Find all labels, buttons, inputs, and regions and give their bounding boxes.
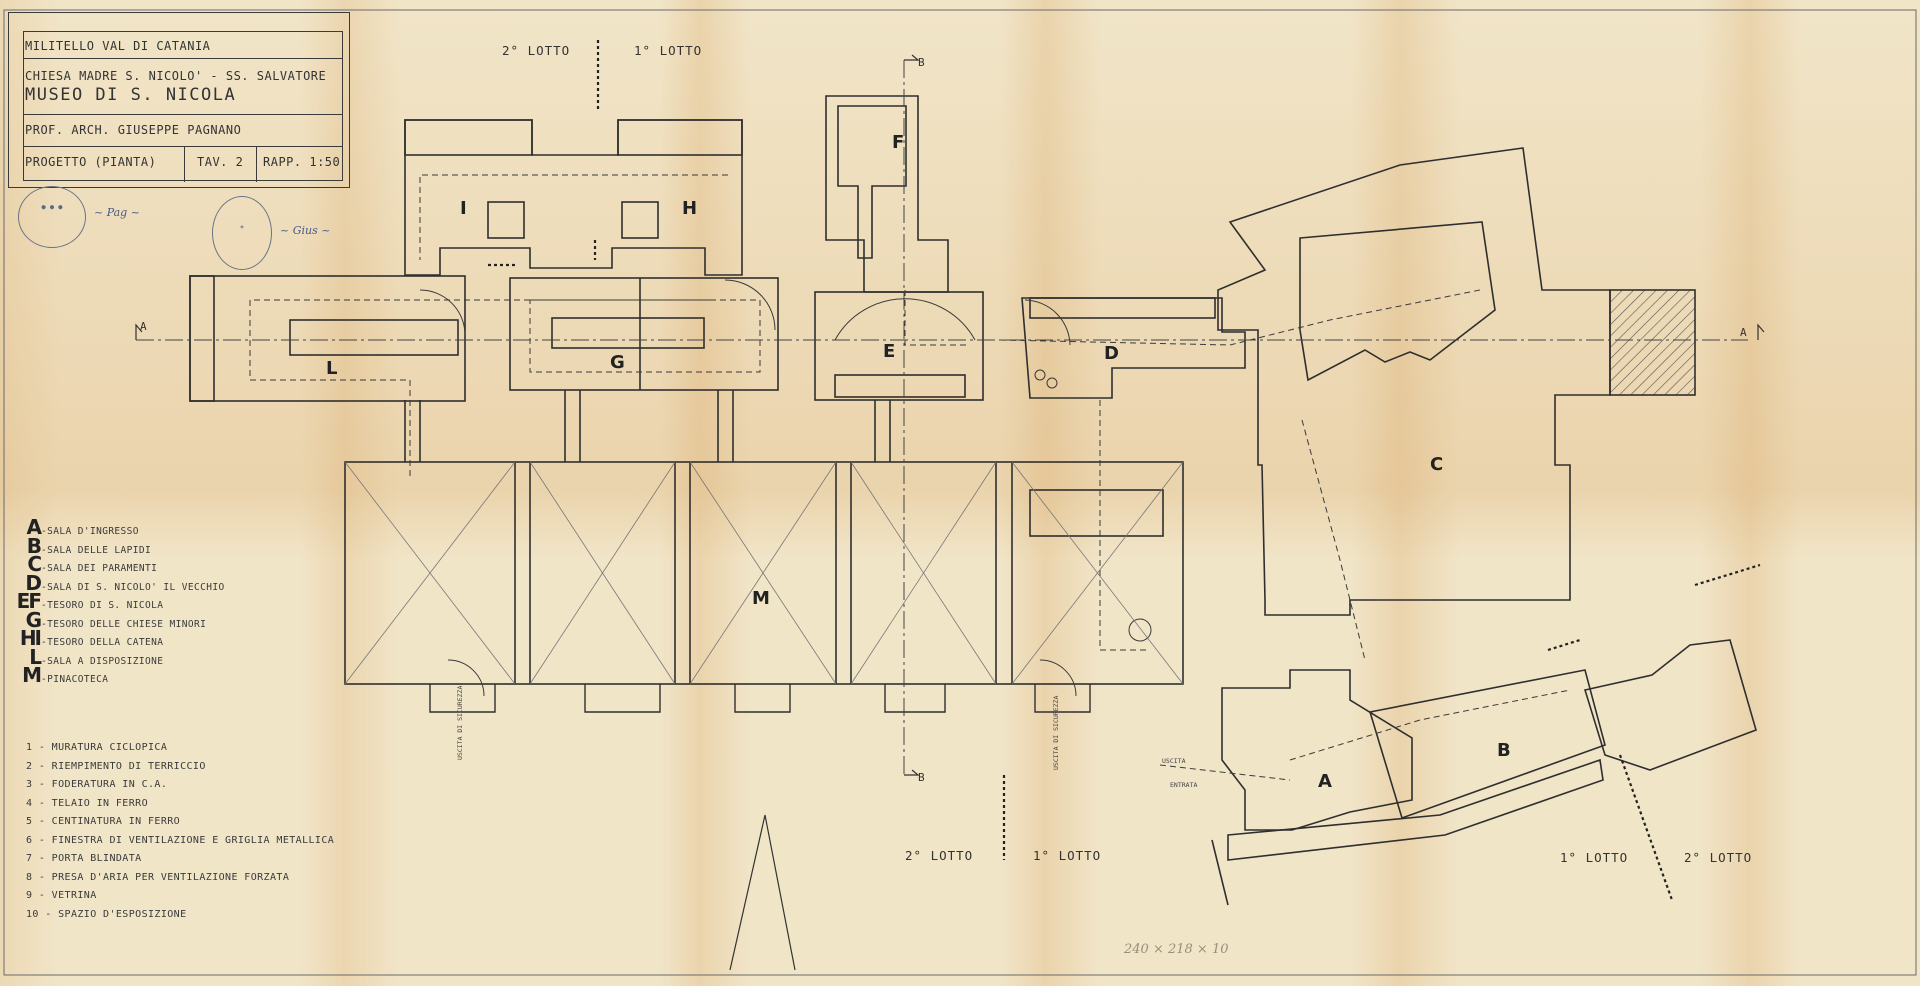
- room-m-outline: [344, 461, 1184, 685]
- rooms-legend: A-SALA D'INGRESSO B-SALA DELLE LAPIDI C-…: [6, 515, 225, 687]
- walls: [189, 95, 1757, 906]
- room-h-vitrine: [617, 119, 743, 156]
- lot-boundaries: [488, 40, 1761, 901]
- legend-item: M-PINACOTECA: [22, 663, 109, 687]
- seal-stamp-icon: ✶: [212, 196, 272, 270]
- lot-label-bottom-mid-left: 2° LOTTO: [905, 848, 974, 863]
- room-label-f: F: [892, 132, 904, 153]
- room-label-h: H: [682, 198, 697, 219]
- section-label-b-bottom: B: [918, 771, 925, 784]
- room-g-vitrine: [551, 317, 705, 349]
- room-b-annex-outline: [1583, 639, 1757, 771]
- title-church: CHIESA MADRE S. NICOLO' - SS. SALVATORE: [25, 69, 327, 83]
- room-l-vitrine-center: [289, 319, 459, 356]
- legend-item: EF-TESORO DI S. NICOLA: [16, 589, 164, 613]
- room-h-case: [621, 201, 659, 239]
- room-label-c: C: [1430, 454, 1443, 475]
- title-location: MILITELLO VAL DI CATANIA: [25, 39, 211, 53]
- legend-item: B-SALA DELLE LAPIDI: [26, 533, 152, 558]
- title-museum: MUSEO DI S. NICOLA: [25, 85, 237, 105]
- cyclopean-wall-hatch: [1609, 289, 1696, 396]
- title-drawing: PROGETTO (PIANTA): [25, 155, 157, 169]
- room-f-outline: [825, 95, 949, 293]
- visit-path: [249, 174, 1571, 781]
- room-e-outline: [814, 291, 984, 401]
- section-label-a-right: A: [1740, 326, 1747, 339]
- pencil-note: 240 × 218 × 10: [1124, 942, 1229, 957]
- section-lines: [136, 60, 1748, 775]
- room-label-b: B: [1497, 740, 1511, 761]
- room-b-outline: [1368, 669, 1606, 820]
- legend-item: HI-TESORO DELLA CATENA: [19, 626, 164, 650]
- vault-diagonals: [344, 461, 1184, 685]
- signature-2-icon: ~ Gius ~: [280, 224, 331, 237]
- legend-item: D-SALA DI S. NICOLO' IL VECCHIO: [25, 570, 225, 595]
- note-item: 5 - CENTINATURA IN FERRO: [26, 816, 181, 827]
- sheet-border: [3, 9, 1917, 976]
- room-l-vitrine-left: [189, 275, 215, 402]
- legend-item: C-SALA DEI PARAMENTI: [27, 552, 158, 576]
- room-i-case: [487, 201, 525, 239]
- door-swings: [419, 279, 1152, 697]
- note-item: 3 - FODERATURA IN C.A.: [26, 779, 168, 790]
- legend-item: G-TESORO DELLE CHIESE MINORI: [25, 607, 207, 632]
- room-label-a: A: [1318, 771, 1332, 792]
- note-item: 4 - TELAIO IN FERRO: [26, 797, 148, 809]
- note-item: 6 - FINESTRA DI VENTILAZIONE E GRIGLIA M…: [26, 834, 335, 846]
- room-c-outline: [1217, 147, 1611, 616]
- room-a-outline: [1221, 669, 1413, 831]
- note-item: 7 - PORTA BLINDATA: [26, 853, 142, 864]
- room-d-outline: [1021, 297, 1246, 399]
- room-l-outline: [189, 275, 466, 402]
- entrance-bays: [429, 684, 1091, 713]
- signature-1-icon: ~ Pag ~: [94, 206, 140, 219]
- lot-label-top-right: 1° LOTTO: [634, 43, 703, 58]
- note-item: 9 - VETRINA: [26, 890, 97, 901]
- room-label-g: G: [610, 352, 625, 373]
- title-architect: PROF. ARCH. GIUSEPPE PAGNANO: [25, 123, 242, 137]
- section-label-a-left: A: [140, 320, 147, 333]
- label-uscita: USCITA: [1162, 757, 1186, 765]
- title-table: TAV. 2: [197, 155, 244, 169]
- notes-legend: 1 - MURATURA CICLOPICA 2 - RIEMPIMENTO D…: [26, 742, 334, 927]
- legend-item: A-SALA D'INGRESSO: [26, 515, 139, 539]
- lot-label-bottom-mid-right: 1° LOTTO: [1033, 848, 1102, 863]
- lot-label-bottom-right-right: 2° LOTTO: [1684, 850, 1753, 865]
- lot-label-bottom-right-left: 1° LOTTO: [1560, 850, 1629, 865]
- room-label-d: D: [1104, 343, 1119, 364]
- title-scale: RAPP. 1:50: [263, 155, 341, 169]
- note-item: 8 - PRESA D'ARIA PER VENTILAZIONE FORZAT…: [26, 871, 290, 883]
- note-item: 2 - RIEMPIMENTO DI TERRICCIO: [26, 760, 206, 772]
- section-label-b-top: B: [918, 56, 925, 69]
- note-item: 1 - MURATURA CICLOPICA: [26, 742, 168, 753]
- room-label-e: E: [883, 341, 895, 362]
- lot-label-top-left: 2° LOTTO: [502, 43, 571, 58]
- notary-stamp: ● ● ●: [18, 186, 86, 248]
- room-label-i: I: [460, 198, 467, 219]
- label-uscita-sicurezza-2: USCITA DI SICUREZZA: [1052, 696, 1060, 770]
- room-ih-outline: [404, 119, 743, 276]
- section-arrows: [135, 54, 1765, 971]
- room-g-outline: [509, 277, 779, 391]
- title-block-inner: [23, 31, 343, 182]
- label-uscita-sicurezza-1: USCITA DI SICUREZZA: [456, 686, 464, 760]
- label-entrata: ENTRATA: [1170, 781, 1197, 789]
- note-item: 10 - SPAZIO D'ESPOSIZIONE: [26, 908, 187, 920]
- title-block: MILITELLO VAL DI CATANIA CHIESA MADRE S.…: [8, 12, 350, 188]
- room-i-vitrine: [404, 119, 533, 156]
- legend-item: L-SALA A DISPOSIZIONE: [29, 644, 164, 669]
- room-label-l: L: [326, 358, 337, 379]
- room-label-m: M: [752, 588, 770, 609]
